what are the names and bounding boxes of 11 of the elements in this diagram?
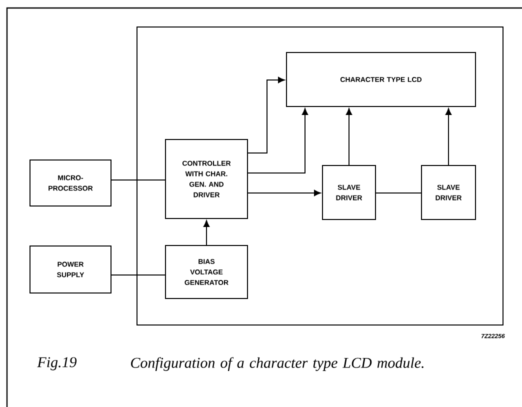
connector xyxy=(376,192,422,194)
connector xyxy=(248,76,285,154)
connector xyxy=(248,190,321,196)
module-frame xyxy=(136,26,504,326)
connector xyxy=(203,220,210,246)
figure-number: Fig.19 xyxy=(37,357,77,370)
connector xyxy=(248,108,308,174)
caption: Configuration of a character type LCD module. xyxy=(131,357,424,371)
connector xyxy=(445,108,452,166)
connector xyxy=(111,274,166,276)
connector xyxy=(346,108,352,166)
